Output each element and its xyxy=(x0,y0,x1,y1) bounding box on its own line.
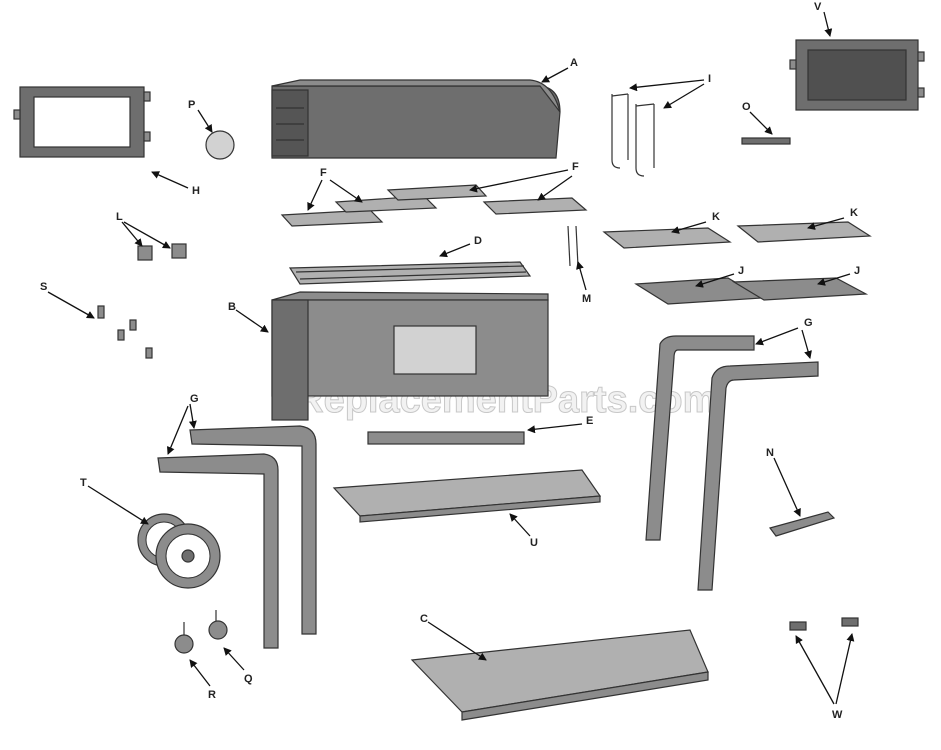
label-j-1: J xyxy=(738,265,744,277)
part-j-supports xyxy=(634,277,869,305)
part-k-side-shelves xyxy=(602,221,872,249)
part-o-badge xyxy=(741,137,791,145)
label-r: R xyxy=(208,689,216,701)
part-v-side-panel xyxy=(789,39,925,111)
label-f-1: F xyxy=(320,167,327,179)
label-c: C xyxy=(420,613,428,625)
part-r-caster xyxy=(174,622,194,654)
label-g-1: G xyxy=(804,317,813,329)
label-t: T xyxy=(80,477,87,489)
part-w-clips xyxy=(789,617,859,631)
label-d: D xyxy=(474,235,482,247)
leader-lines xyxy=(47,11,855,705)
label-h: H xyxy=(192,185,200,197)
part-u-bottom-shelf xyxy=(332,469,602,523)
label-w: W xyxy=(832,709,843,721)
label-l: L xyxy=(116,211,123,223)
label-p: P xyxy=(188,99,195,111)
part-e-bar xyxy=(367,431,525,445)
part-l-brackets xyxy=(137,243,187,261)
label-b: B xyxy=(228,301,236,313)
part-p-cap xyxy=(205,130,235,160)
label-f-2: F xyxy=(572,161,579,173)
part-labels: A F F H I V O P L K K J J D M S B G G E … xyxy=(40,1,860,721)
part-f-grates xyxy=(280,184,588,227)
part-q-caster xyxy=(208,610,228,640)
part-n-bracket xyxy=(768,511,836,537)
label-k-1: K xyxy=(712,211,720,223)
label-s: S xyxy=(40,281,47,293)
label-g-2: G xyxy=(190,393,199,405)
label-q: Q xyxy=(244,673,253,685)
part-s-clips xyxy=(97,305,153,359)
part-d-warming-rack xyxy=(288,261,532,285)
part-a-lid xyxy=(271,79,561,159)
label-u: U xyxy=(530,537,538,549)
label-k-2: K xyxy=(850,207,858,219)
label-e: E xyxy=(586,415,593,427)
part-i-hooks xyxy=(611,93,655,177)
label-o: O xyxy=(742,101,751,113)
label-i: I xyxy=(708,73,711,85)
part-m-rods xyxy=(567,225,579,267)
label-m: M xyxy=(582,293,591,305)
label-v: V xyxy=(814,1,822,13)
part-t-wheels xyxy=(137,513,221,589)
part-b-firebox xyxy=(271,291,549,421)
label-a: A xyxy=(570,57,578,69)
label-n: N xyxy=(766,447,774,459)
part-g-legs-right xyxy=(645,335,819,591)
label-j-2: J xyxy=(854,265,860,277)
part-c-drip-tray xyxy=(410,629,709,721)
part-g-legs-left xyxy=(157,425,317,649)
part-h-front-frame xyxy=(13,86,151,158)
